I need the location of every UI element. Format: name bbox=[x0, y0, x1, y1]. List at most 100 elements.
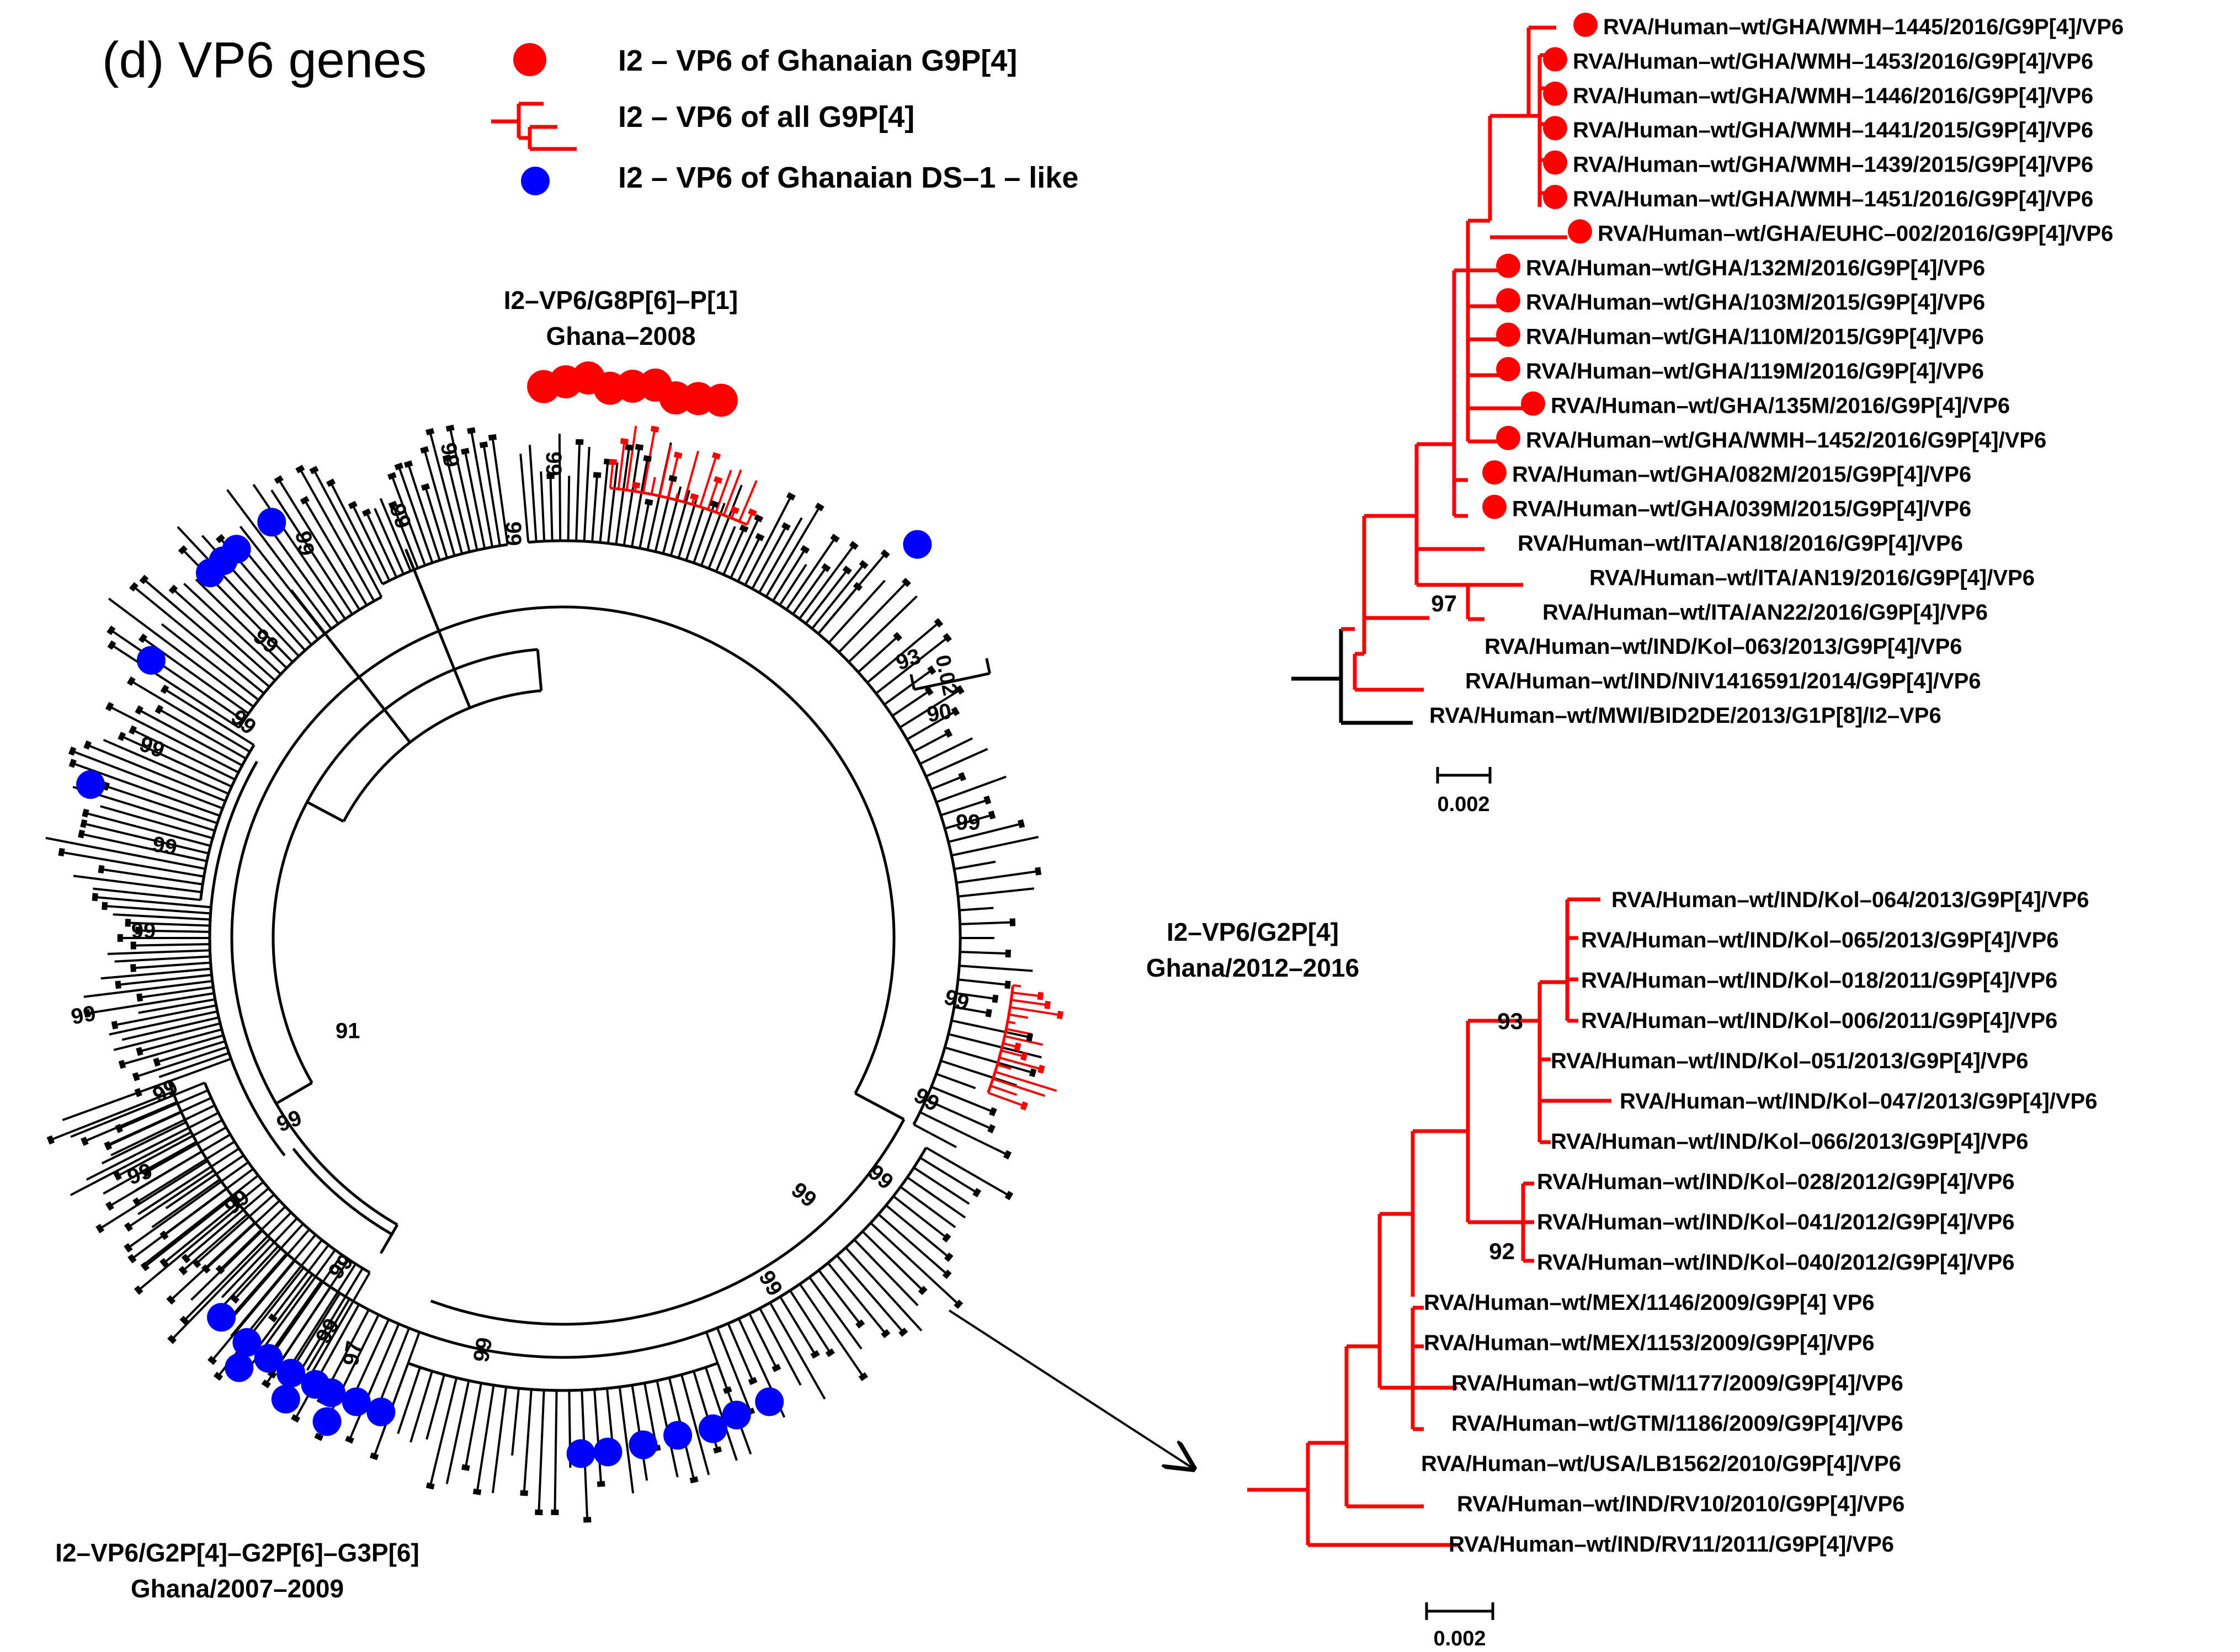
tip-tick bbox=[105, 702, 114, 712]
tip-tick bbox=[988, 810, 996, 820]
tip-tick bbox=[772, 1363, 781, 1372]
tree-branch bbox=[278, 479, 361, 611]
top-tree-tip-label: RVA/Human–wt/IND/NIV1416591/2014/G9P[4]/… bbox=[1465, 669, 1981, 694]
tip-tick bbox=[625, 444, 634, 451]
circular-bootstrap-label: 97 bbox=[338, 1339, 366, 1367]
tip-tick bbox=[951, 706, 960, 716]
tree-branch bbox=[164, 688, 255, 746]
top-scale-label: 0.002 bbox=[1437, 793, 1489, 816]
tree-branch bbox=[139, 709, 243, 767]
tree-branch bbox=[445, 1380, 470, 1484]
tree-branch bbox=[919, 737, 973, 765]
tree-arc bbox=[230, 605, 896, 1226]
tip-tick bbox=[754, 514, 764, 523]
tip-tick bbox=[134, 1285, 143, 1295]
tree-branch bbox=[609, 461, 614, 488]
tip-tick bbox=[880, 549, 890, 559]
tree-branch bbox=[99, 1160, 209, 1230]
tip-tick bbox=[102, 902, 108, 910]
tree-branch bbox=[136, 1141, 236, 1203]
tree-branch bbox=[272, 1244, 329, 1319]
ds1-like-marker bbox=[903, 530, 932, 559]
tree-branch bbox=[540, 471, 546, 541]
tip-tick bbox=[115, 1123, 124, 1133]
top-tree-tip-label: RVA/Human–wt/GHA/110M/2015/G9P[4]/VP6 bbox=[1526, 325, 1984, 349]
tip-tick bbox=[467, 427, 476, 434]
tip-tick bbox=[129, 725, 137, 735]
tree-branch bbox=[615, 447, 631, 545]
tree-branch bbox=[127, 1161, 249, 1249]
tree-branch bbox=[132, 729, 236, 781]
tip-tick bbox=[83, 740, 92, 750]
tree-branch bbox=[957, 887, 1035, 898]
tree-branch bbox=[87, 744, 226, 802]
tree-branch bbox=[811, 563, 865, 630]
tip-tick bbox=[898, 1328, 908, 1337]
tree-branch bbox=[748, 1313, 778, 1369]
tip-tick bbox=[84, 1009, 91, 1018]
ghanaian-g9p4-marker bbox=[1543, 47, 1567, 72]
tree-arc bbox=[272, 648, 538, 1084]
tree-branch bbox=[70, 1131, 192, 1196]
tree-branch bbox=[758, 517, 803, 594]
tree-branch bbox=[70, 1081, 205, 1138]
tree-branch bbox=[252, 484, 347, 620]
tree-branch bbox=[769, 1302, 826, 1400]
tip-tick bbox=[191, 1259, 201, 1269]
ds1-like-marker bbox=[207, 1303, 236, 1332]
tree-branch bbox=[1001, 1049, 1025, 1058]
tree-branch bbox=[121, 1016, 219, 1041]
tip-tick bbox=[115, 980, 121, 989]
figure-title: (d) VP6 genes bbox=[102, 32, 427, 88]
tree-branch bbox=[1004, 1035, 1044, 1046]
ghanaian-g9p4-marker bbox=[1496, 288, 1520, 313]
tree-branch bbox=[379, 498, 412, 572]
tip-tick bbox=[403, 460, 413, 468]
tip-tick bbox=[126, 676, 136, 686]
tree-branch bbox=[669, 489, 691, 556]
tip-tick bbox=[213, 1371, 223, 1381]
tree-branch bbox=[108, 598, 254, 708]
tree-branch bbox=[827, 1262, 887, 1335]
top-tree-tip-label: RVA/Human–wt/GHA/132M/2016/G9P[4]/VP6 bbox=[1526, 256, 1985, 280]
tip-tick bbox=[722, 1386, 732, 1394]
tip-tick bbox=[1004, 1191, 1014, 1201]
tree-branch bbox=[792, 567, 827, 615]
tip-tick bbox=[461, 1464, 470, 1472]
tip-tick bbox=[942, 1269, 952, 1279]
tree-branch bbox=[944, 1046, 1034, 1074]
tip-tick bbox=[800, 545, 810, 554]
ghanaian-g9p4-marker bbox=[1543, 116, 1567, 141]
tree-branch bbox=[183, 583, 282, 675]
tree-branch bbox=[891, 690, 930, 717]
circular-bootstrap-label: 99 bbox=[274, 1106, 305, 1137]
ds1-like-marker bbox=[225, 1353, 254, 1382]
tree-branch bbox=[844, 1246, 923, 1332]
circular-bootstrap-label: 99 bbox=[151, 832, 179, 860]
top-tree-tip-label: RVA/Human–wt/MWI/BID2DE/2013/G1P[8]/I2–V… bbox=[1429, 704, 1941, 728]
tree-arc bbox=[987, 985, 1014, 1094]
tree-branch bbox=[156, 1040, 226, 1063]
tree-branch bbox=[464, 1383, 482, 1468]
top-tree-tip-label: RVA/Human–wt/GHA/WMH–1452/2016/G9P[4]/VP… bbox=[1526, 428, 2046, 452]
tree-branch bbox=[429, 1377, 458, 1486]
tree-branch bbox=[779, 563, 807, 606]
tree-branch bbox=[997, 1063, 1012, 1070]
tree-branch bbox=[107, 949, 210, 955]
tree-branch bbox=[836, 1255, 904, 1333]
ds1-like-marker bbox=[629, 1430, 658, 1459]
tree-branch bbox=[693, 503, 716, 563]
tip-tick bbox=[92, 893, 98, 902]
tree-branch bbox=[104, 904, 211, 915]
red-tree-icon bbox=[491, 102, 577, 151]
tip-tick bbox=[689, 1476, 699, 1484]
tip-tick bbox=[1003, 1150, 1012, 1160]
tip-tick bbox=[1044, 1000, 1051, 1009]
tree-branch bbox=[935, 1073, 976, 1089]
tip-tick bbox=[668, 475, 678, 482]
ds1-like-marker bbox=[342, 1387, 371, 1416]
tree-branch bbox=[304, 499, 368, 606]
tip-tick bbox=[80, 819, 88, 828]
tree-branch bbox=[94, 896, 211, 909]
tree-branch bbox=[93, 887, 201, 902]
